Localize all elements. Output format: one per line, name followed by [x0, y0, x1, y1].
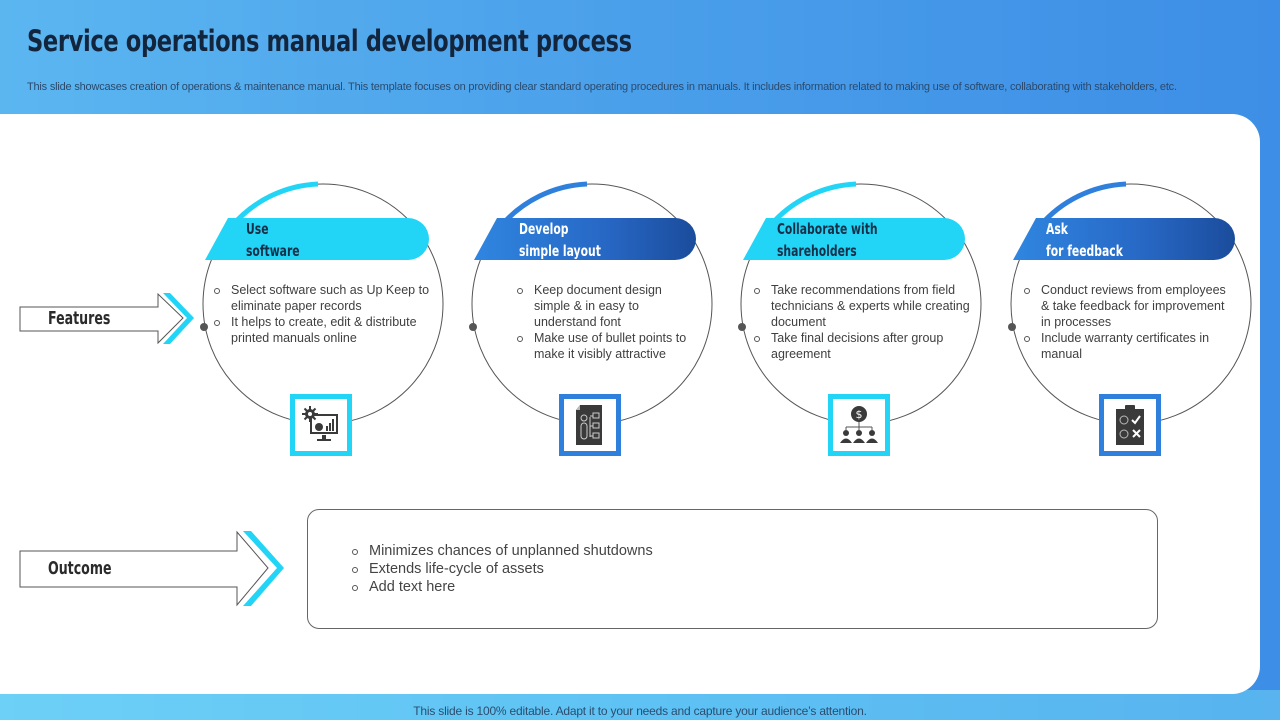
step-3-icon-box: $ — [828, 394, 890, 456]
step-4-title: Ask for feedback — [1046, 220, 1123, 260]
features-label: Features — [48, 308, 111, 329]
step-3-title: Collaborate with shareholders — [777, 220, 878, 260]
list-item: Take final decisions after group agreeme… — [752, 330, 972, 362]
features-arrow — [19, 292, 194, 345]
list-item: Make use of bullet points to make it vis… — [515, 330, 695, 362]
slide-subtitle: This slide showcases creation of operati… — [27, 81, 1177, 93]
list-item: It helps to create, edit & distribute pr… — [212, 314, 432, 346]
step-1-title: Use software — [246, 220, 300, 260]
step-4-bullets: Conduct reviews from employees & take fe… — [1022, 282, 1237, 362]
list-item: Select software such as Up Keep to elimi… — [212, 282, 432, 314]
bottom-band — [0, 690, 1280, 720]
svg-text:$: $ — [856, 408, 863, 421]
step-1-ring — [200, 181, 444, 425]
clipboard-feedback-icon — [1116, 405, 1144, 445]
outcome-bullets: Minimizes chances of unplanned shutdowns… — [350, 542, 653, 596]
step-4-icon-box — [1099, 394, 1161, 456]
list-item: Conduct reviews from employees & take fe… — [1022, 282, 1237, 330]
outcome-box: Minimizes chances of unplanned shutdowns… — [307, 509, 1158, 629]
list-item: Keep document design simple & in easy to… — [515, 282, 695, 330]
outcome-label: Outcome — [48, 558, 112, 579]
step-2-bullets: Keep document design simple & in easy to… — [515, 282, 695, 362]
step-2-title: Develop simple layout — [519, 220, 601, 260]
step-3-bullets: Take recommendations from field technici… — [752, 282, 972, 362]
list-item: Take recommendations from field technici… — [752, 282, 972, 330]
list-item: Include warranty certificates in manual — [1022, 330, 1237, 362]
monitor-analytics-gear-icon — [302, 406, 338, 441]
dollar-hierarchy-people-icon: $ — [840, 406, 878, 443]
step-1-icon-box — [290, 394, 352, 456]
slide-footer: This slide is 100% editable. Adapt it to… — [413, 704, 867, 718]
list-item: Minimizes chances of unplanned shutdowns — [350, 542, 653, 560]
step-1-bullets: Select software such as Up Keep to elimi… — [212, 282, 432, 346]
list-item: Extends life-cycle of assets — [350, 560, 653, 578]
list-item: Add text here — [350, 578, 653, 596]
step-2-icon-box — [559, 394, 621, 456]
document-flowchart-icon — [576, 405, 602, 445]
outcome-arrow — [19, 530, 284, 607]
slide-title: Service operations manual development pr… — [27, 24, 632, 58]
